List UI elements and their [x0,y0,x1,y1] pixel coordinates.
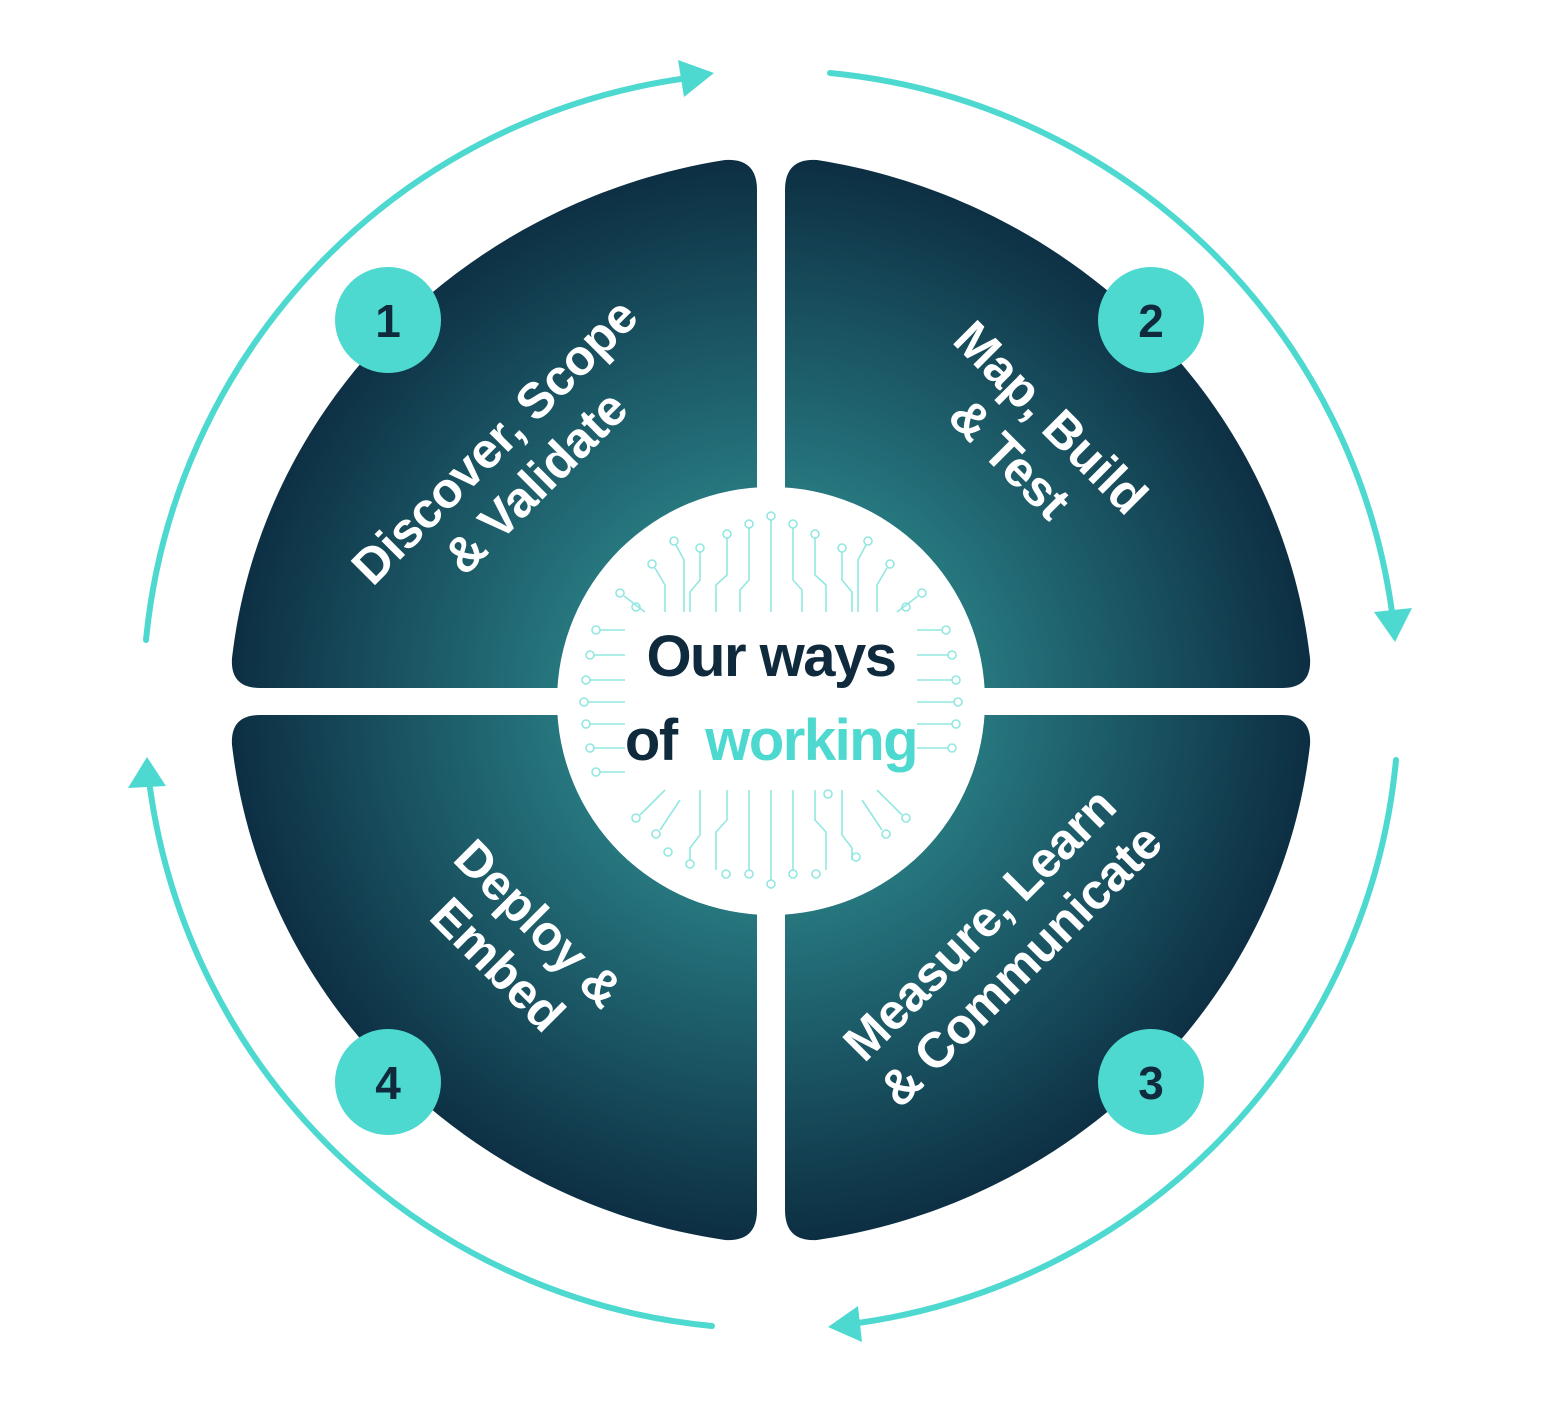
badge-circle [335,1029,441,1135]
step-4-number: 4 [375,1057,401,1109]
arrow-top-left [143,75,691,643]
arrowheads [128,60,1412,1342]
circuit-board-icon [579,511,963,889]
center-title: Our ways of working [625,624,919,773]
step-3-number: 3 [1138,1057,1164,1109]
center-circle [557,487,985,915]
center-title-line2: of working [625,708,917,773]
step-1-badge: 1 [335,267,441,373]
center-title-of: of [625,708,679,773]
badge-circle [1098,1029,1204,1135]
step-2-number: 2 [1138,295,1164,347]
badge-circle [335,267,441,373]
badge-circle [1098,267,1204,373]
arrowhead-top-icon [678,60,714,97]
cycle-arrows [143,70,1399,1329]
step-1-number: 1 [375,295,401,347]
arrowhead-left-icon [128,757,166,788]
center-title-highlight: working [704,708,917,773]
arrow-bottom-left [147,785,715,1329]
arrowhead-right-icon [1374,608,1412,642]
step-4-badge: 4 [335,1029,441,1135]
arrow-top-right [827,70,1395,615]
step-3-badge: 3 [1098,1029,1204,1135]
step-2-badge: 2 [1098,267,1204,373]
arrowhead-bottom-icon [828,1306,862,1342]
center-title-line1: Our ways [646,624,895,689]
arrow-bottom-right [855,757,1399,1326]
